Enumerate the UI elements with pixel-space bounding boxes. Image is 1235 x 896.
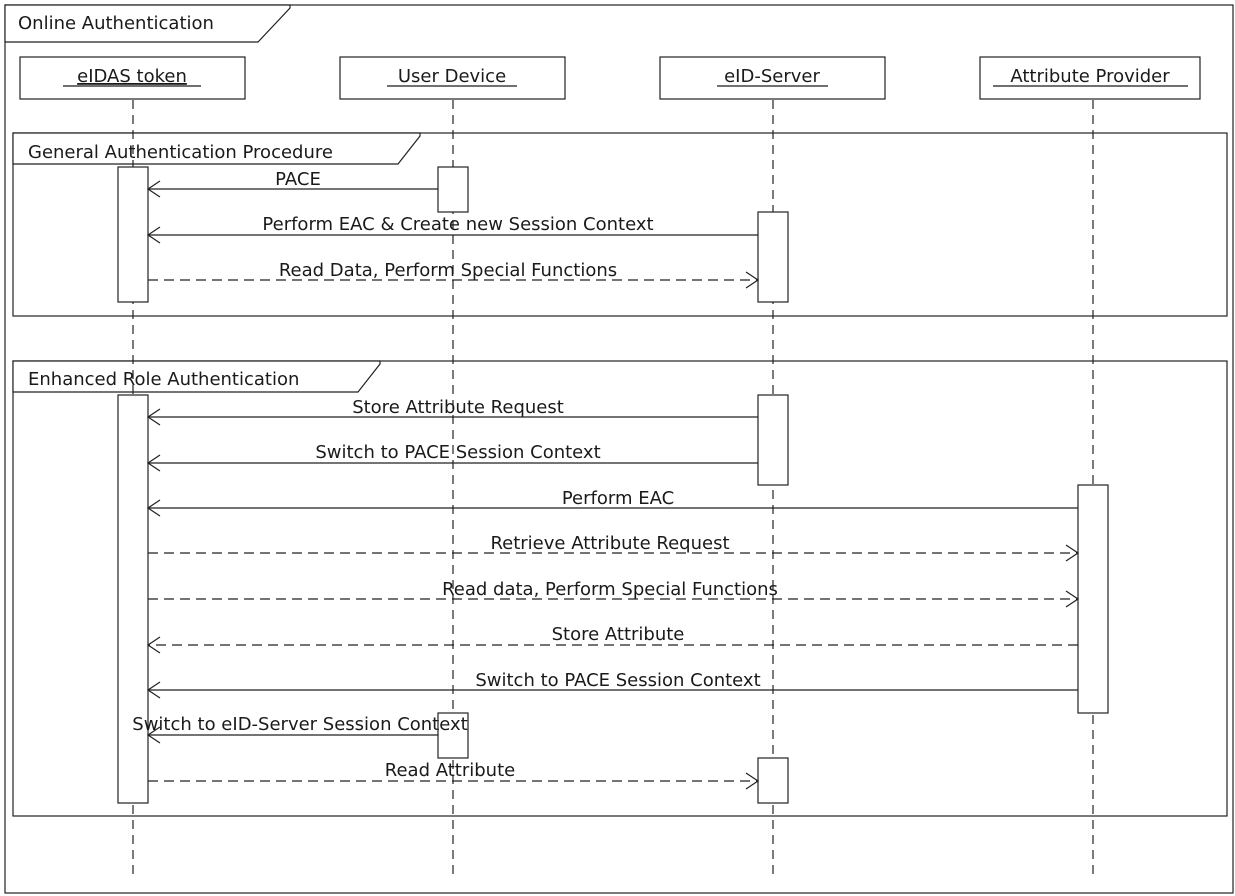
message-store-attr: Store Attribute [146, 624, 1078, 654]
message-retrieve-attr-req: Retrieve Attribute Request [148, 533, 1080, 562]
message-label: Perform EAC [562, 488, 674, 509]
arrowhead [146, 636, 161, 654]
arrowhead [146, 681, 161, 699]
activation-token-2 [117, 394, 149, 804]
participant-device: User Device [339, 56, 566, 100]
fragment-enhanced-tab [12, 360, 381, 393]
arrowhead [745, 772, 760, 790]
message-label: Retrieve Attribute Request [490, 533, 729, 554]
message-label: Switch to PACE Session Context [475, 670, 760, 691]
activation-provider-1 [1077, 484, 1109, 714]
arrowhead [1065, 590, 1080, 608]
fragment-general-title: General Authentication Procedure [28, 142, 333, 163]
message-label: Switch to PACE Session Context [315, 442, 600, 463]
activation-device-1 [437, 166, 469, 213]
participant-device-box [339, 56, 566, 100]
message-switch-eid: Switch to eID-Server Session Context [132, 714, 468, 744]
activation-server-2 [757, 394, 789, 486]
participant-server: eID-Server [659, 56, 886, 100]
message-perform-eac: Perform EAC [146, 488, 1078, 517]
message-pace: PACE [146, 169, 438, 198]
message-eac-session: Perform EAC & Create new Session Context [146, 214, 758, 244]
message-label: Store Attribute [552, 624, 685, 645]
arrowhead [745, 271, 760, 289]
participant-provider: Attribute Provider [979, 56, 1201, 100]
participant-provider-box [979, 56, 1201, 100]
message-label: Switch to eID-Server Session Context [132, 714, 467, 735]
message-read-data-1: Read Data, Perform Special Functions [148, 260, 760, 289]
message-switch-pace-2: Switch to PACE Session Context [146, 670, 1078, 699]
outer-frame-tab [4, 4, 291, 43]
message-read-data-2: Read data, Perform Special Functions [148, 579, 1080, 608]
diagram-title: Online Authentication [18, 13, 214, 34]
participant-token-label: eIDAS token [77, 66, 187, 87]
message-label: PACE [275, 169, 321, 190]
message-switch-pace-1: Switch to PACE Session Context [146, 442, 758, 472]
participant-server-box [659, 56, 886, 100]
arrowhead [146, 226, 161, 244]
message-label: Read data, Perform Special Functions [442, 579, 778, 600]
participant-server-label: eID-Server [724, 66, 820, 87]
arrowhead [146, 454, 161, 472]
message-label: Read Attribute [385, 760, 515, 781]
fragment-enhanced-title: Enhanced Role Authentication [28, 369, 299, 390]
participant-token: eIDAS token [19, 56, 246, 100]
participant-token-box [19, 56, 246, 100]
message-label: Store Attribute Request [352, 397, 564, 418]
arrowhead [1065, 544, 1080, 562]
activation-server-1 [757, 211, 789, 303]
activation-server-3 [757, 757, 789, 804]
message-label: Perform EAC & Create new Session Context [262, 214, 653, 235]
participant-device-label: User Device [398, 66, 506, 87]
arrowhead [146, 726, 161, 744]
participant-provider-label: Attribute Provider [1010, 66, 1170, 87]
arrowhead [146, 408, 161, 426]
activation-token-1 [117, 166, 149, 303]
message-read-attr: Read Attribute [148, 760, 760, 790]
message-label: Read Data, Perform Special Functions [279, 260, 617, 281]
arrowhead [146, 499, 161, 517]
fragment-general-tab [12, 132, 421, 165]
message-store-attr-req: Store Attribute Request [146, 397, 758, 426]
fragment-enhanced [12, 360, 1228, 817]
arrowhead [146, 180, 161, 198]
